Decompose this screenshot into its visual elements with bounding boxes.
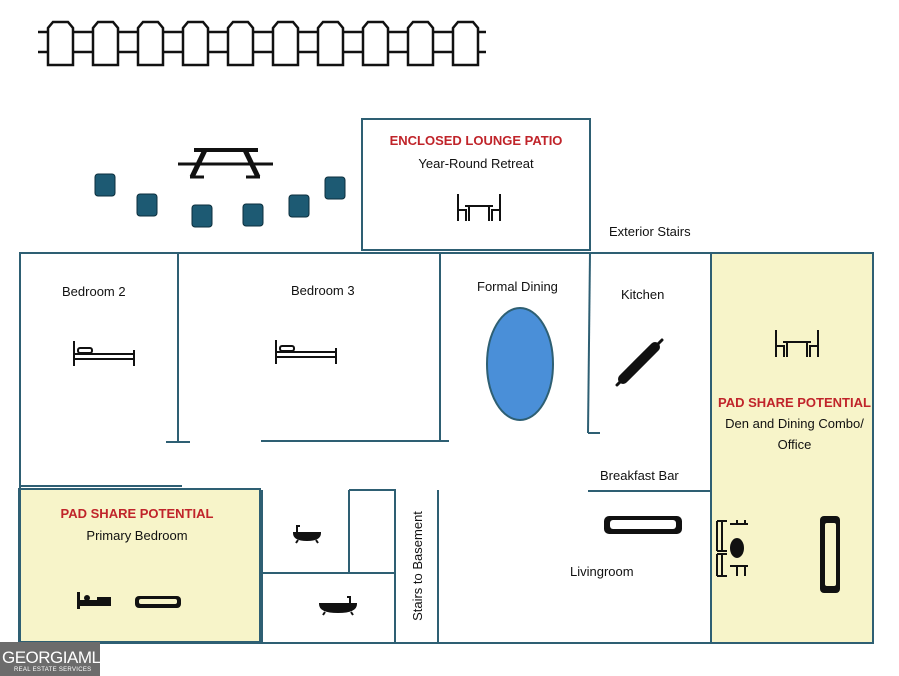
- bedroom3-label: Bedroom 3: [291, 283, 355, 298]
- long-sofa-icon: [820, 516, 840, 593]
- den-title: PAD SHARE POTENTIAL: [718, 395, 871, 410]
- picnic-table-icon: [178, 148, 273, 179]
- small-bed-icon: [77, 592, 111, 609]
- chair-icon: [242, 203, 264, 227]
- primary-subtitle: Primary Bedroom: [86, 528, 188, 543]
- bathtub-icon: [318, 596, 358, 616]
- walls: [18, 252, 874, 644]
- bedroom2-label: Bedroom 2: [62, 284, 126, 299]
- fence-picket: [91, 20, 120, 67]
- desk-chairs-icon: [716, 520, 748, 577]
- patio-title: ENCLOSED LOUNGE PATIO: [389, 133, 563, 148]
- bed-icon: [73, 341, 135, 366]
- fence-picket: [451, 20, 480, 67]
- fence-picket: [46, 20, 75, 67]
- sofa-icon: [604, 516, 682, 534]
- den-line1: Den and Dining Combo/: [725, 416, 864, 431]
- patio-subtitle: Year-Round Retreat: [418, 156, 534, 171]
- bed-icon: [275, 340, 337, 364]
- fence-picket: [406, 20, 435, 67]
- breakfast-bar-label: Breakfast Bar: [600, 468, 679, 483]
- kitchen-label: Kitchen: [621, 287, 665, 302]
- stairs-basement-label: Stairs to Basement: [410, 511, 425, 621]
- fence-picket: [226, 20, 255, 67]
- chair-icon: [324, 176, 346, 200]
- patio-chairs: [94, 173, 346, 228]
- formal-dining-label: Formal Dining: [477, 279, 558, 294]
- rolling-pin-icon: [615, 338, 664, 387]
- chair-icon: [191, 204, 213, 228]
- enclosed-patio-outline: [361, 118, 591, 251]
- fence-picket: [316, 20, 345, 67]
- primary-title: PAD SHARE POTENTIAL: [60, 506, 214, 521]
- fence-picket: [136, 20, 165, 67]
- den-line2: Office: [777, 437, 812, 452]
- exterior-stairs-label: Exterior Stairs: [609, 224, 691, 239]
- chair-icon: [136, 193, 158, 217]
- logo-sub: REAL ESTATE SERVICES: [14, 667, 92, 673]
- chair-icon: [288, 194, 310, 218]
- fence-icon: [38, 20, 486, 67]
- fence-picket: [271, 20, 300, 67]
- chair-icon: [94, 173, 116, 197]
- dining-set-icon: [775, 330, 819, 357]
- den-highlight: [712, 253, 873, 643]
- livingroom-label: Livingroom: [570, 564, 634, 579]
- dining-set-icon: [457, 194, 501, 221]
- fence-picket: [181, 20, 210, 67]
- sofa-icon: [135, 596, 181, 608]
- bathtub-icon: [292, 525, 322, 544]
- fence-picket: [361, 20, 390, 67]
- primary-highlight: [19, 489, 260, 642]
- georgia-mls-logo: GEORGIAMLS REAL ESTATE SERVICES: [0, 642, 112, 676]
- logo-name: GEORGIAMLS: [2, 648, 112, 667]
- dining-table-icon: [486, 307, 554, 421]
